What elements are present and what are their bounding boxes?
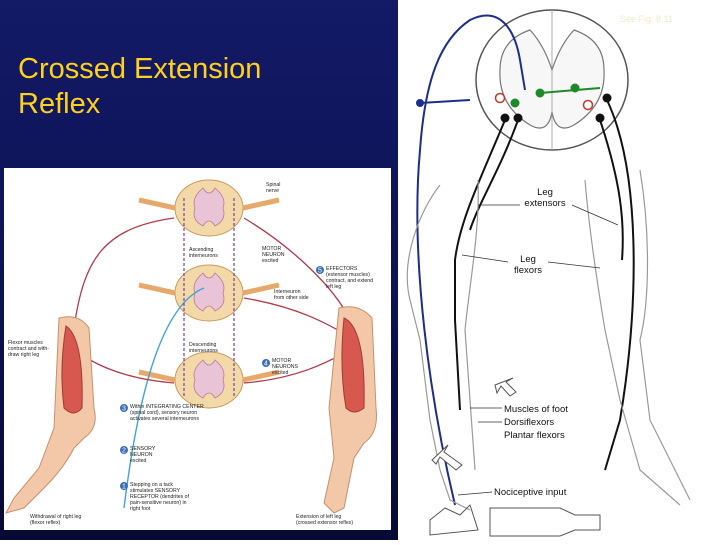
step-3: 3 [122, 406, 126, 413]
slide-title: Crossed Extension Reflex [18, 52, 261, 122]
sensory-pathway [416, 14, 526, 506]
step-4: 4 [264, 361, 268, 368]
motion-arrows [431, 377, 517, 471]
spinal-cord-cross-section [475, 9, 629, 151]
crossing-interneurons [510, 83, 601, 108]
label-withdrawal: Withdrawal of right leg(flexor reflex) [30, 514, 81, 526]
foot-labels: Muscles of foot Dorsiflexors Plantar fle… [494, 404, 568, 498]
label-integrating: Within INTEGRATING CENTER(spinal cord), … [130, 404, 204, 422]
label-extension: Extension of left leg(crossed extensor r… [296, 514, 353, 526]
label-plantar-flexors: Plantar flexors [504, 430, 565, 441]
label-leaders [457, 204, 619, 496]
right-leg-drawing [5, 316, 96, 514]
figure-reference: See Fig. 8.11 [620, 14, 673, 24]
leg-outlines [406, 169, 691, 511]
step-markers: 1 2 3 4 5 [120, 266, 324, 491]
motor-axons [454, 99, 635, 471]
label-effectors: EFFECTORS(extensor muscles)contract, and… [326, 266, 373, 290]
title-line-1: Crossed Extension [18, 53, 262, 85]
title-line-2: Reflex [18, 88, 101, 120]
step-2: 2 [122, 448, 126, 455]
label-muscles-of-foot: Muscles of foot [504, 404, 568, 415]
spinal-cord-sections [138, 179, 280, 409]
label-nociceptive-input: Nociceptive input [494, 487, 567, 498]
left-leg-drawing [323, 306, 377, 514]
step-5: 5 [318, 268, 322, 275]
label-dorsiflexors: Dorsiflexors [504, 417, 554, 428]
step-1: 1 [122, 484, 126, 491]
motor-neurons [494, 92, 612, 123]
broken-glass-icon [429, 504, 601, 537]
